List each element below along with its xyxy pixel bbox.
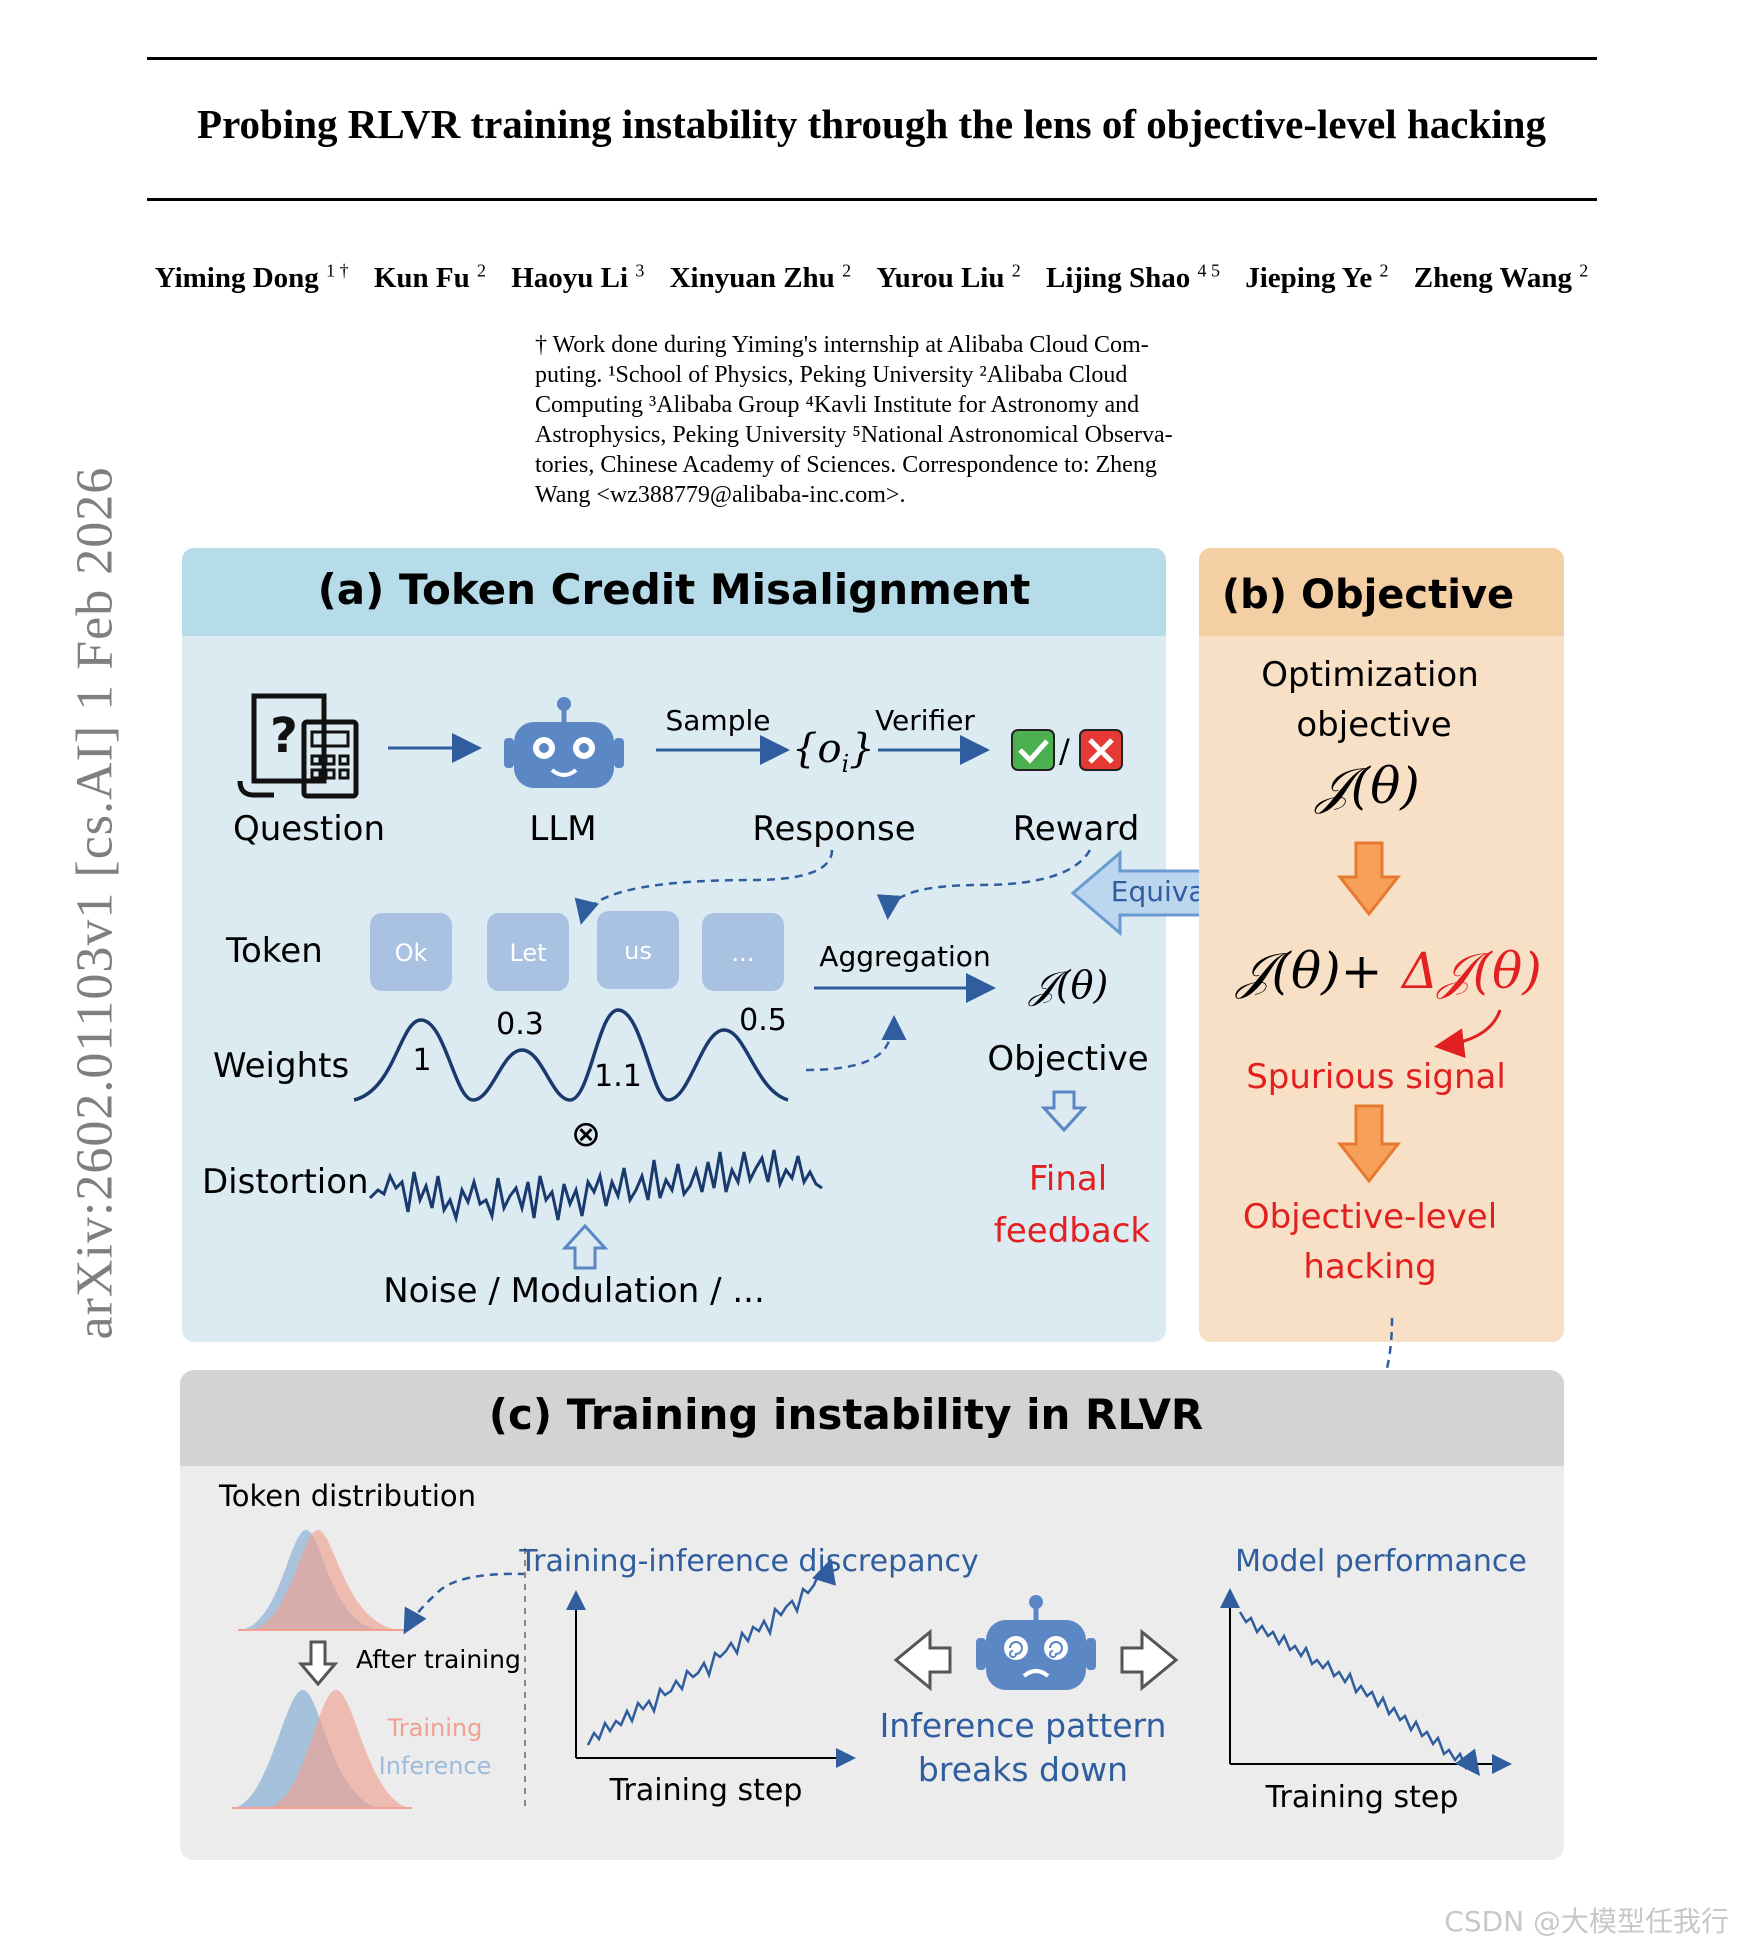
otimes-symbol: ⊗ — [571, 1114, 601, 1155]
performance-plot — [1220, 1588, 1512, 1776]
down-arrow-icon — [297, 1640, 339, 1687]
svg-text:?: ? — [270, 708, 298, 764]
panel-c-header: (c) Training instability in RLVR — [489, 1390, 1203, 1439]
optimization-line1: Optimization — [1261, 655, 1479, 695]
token-label: Token — [225, 931, 323, 971]
verifier-label: Verifier — [875, 704, 975, 737]
question-calculator-icon: ? — [237, 693, 359, 799]
llm-label: LLM — [529, 809, 596, 849]
optimization-line2: objective — [1296, 705, 1451, 745]
distortion-label: Distortion — [202, 1162, 369, 1202]
weight-value: 1.1 — [594, 1059, 642, 1094]
discrepancy-plot — [566, 1558, 856, 1768]
cross-icon — [1079, 729, 1123, 771]
token-distribution-label: Token distribution — [218, 1479, 476, 1513]
weight-value: 0.5 — [739, 1003, 787, 1038]
robot-icon — [504, 697, 624, 788]
up-arrow-icon — [561, 1223, 609, 1270]
j-plus: 𝒥(θ)+ — [1235, 942, 1383, 1000]
down-arrow-icon — [1040, 1090, 1088, 1133]
sample-label: Sample — [666, 704, 771, 737]
token-row: Ok Let us ... — [370, 911, 784, 991]
spurious-signal: Spurious signal — [1246, 1057, 1506, 1097]
inference-legend: Inference — [379, 1752, 492, 1780]
weights-label: Weights — [213, 1046, 349, 1086]
objective-label: Objective — [987, 1039, 1148, 1079]
training-step-label: Training step — [609, 1773, 803, 1808]
distribution-after — [232, 1690, 412, 1809]
weights-curve — [353, 1008, 789, 1102]
down-arrow-icon — [1336, 841, 1402, 917]
dizzy-robot-icon — [976, 1595, 1096, 1690]
delta-j: Δ𝒥(θ) — [1400, 942, 1542, 1000]
author-list: Yiming Dong 1 † Kun Fu 2 Haoyu Li 3 Xiny… — [0, 260, 1743, 295]
hacking-line2: hacking — [1303, 1247, 1436, 1287]
training-legend: Training — [387, 1714, 483, 1742]
response-symbol: {oi} — [792, 726, 875, 778]
weight-value: 0.3 — [496, 1007, 544, 1042]
paper-title: Probing RLVR training instability throug… — [197, 101, 1546, 147]
question-label: Question — [233, 809, 385, 849]
footnote-line: † Work done during Yiming's internship a… — [535, 332, 1149, 358]
token-chip: Let — [509, 939, 546, 967]
hacking-line1: Objective-level — [1243, 1197, 1497, 1237]
watermark: CSDN @大模型任我行 — [1444, 1905, 1729, 1938]
footnote-line: Astrophysics, Peking University ⁵Nationa… — [535, 422, 1173, 448]
author: Xinyuan Zhu 2 — [669, 260, 852, 294]
author: Yurou Liu 2 — [876, 260, 1021, 294]
right-arrow-icon — [1120, 1628, 1179, 1692]
noise-label: Noise / Modulation / ... — [383, 1271, 765, 1311]
final-feedback-line1: Final — [1029, 1159, 1107, 1199]
panel-c: (c) Training instability in RLVR Token d… — [180, 1370, 1564, 1860]
weight-value: 1 — [412, 1043, 431, 1078]
footnote-line: puting. ¹School of Physics, Peking Unive… — [535, 362, 1128, 388]
token-chip: us — [624, 937, 652, 965]
performance-title: Model performance — [1235, 1544, 1527, 1579]
author: Yiming Dong 1 † — [154, 260, 349, 294]
token-chip: ... — [732, 939, 755, 967]
slash-separator: / — [1059, 732, 1070, 770]
final-feedback-line2: feedback — [994, 1211, 1150, 1251]
panel-a: (a) Token Credit Misalignment ? Question… — [182, 548, 1166, 1342]
panel-b: (b) Objective Optimization objective 𝒥(θ… — [1199, 548, 1564, 1342]
breaks-line2: breaks down — [918, 1750, 1128, 1789]
after-training-label: After training — [356, 1645, 521, 1674]
reward-label: Reward — [1013, 809, 1140, 849]
panel-b-header: (b) Objective — [1222, 572, 1514, 618]
discrepancy-title: Training-inference discrepancy — [518, 1544, 979, 1579]
footnote-line: Computing ³Alibaba Group ⁴Kavli Institut… — [535, 392, 1140, 418]
training-step-label: Training step — [1265, 1780, 1459, 1815]
author: Zheng Wang 2 — [1413, 260, 1589, 294]
token-chip: Ok — [395, 939, 428, 967]
objective-symbol: 𝒥(θ) — [1028, 963, 1109, 1007]
left-arrow-icon — [893, 1628, 952, 1692]
bottom-rule — [147, 198, 1597, 201]
response-label: Response — [752, 809, 915, 849]
check-icon — [1011, 729, 1055, 771]
footnote-line: tories, Chinese Academy of Sciences. Cor… — [535, 452, 1157, 478]
author: Lijing Shao 4 5 — [1046, 260, 1220, 294]
panel-a-header: (a) Token Credit Misalignment — [318, 565, 1031, 614]
affiliation-footnote: † Work done during Yiming's internship a… — [535, 330, 1235, 510]
j-theta: 𝒥(θ) — [1314, 757, 1420, 815]
footnote-line: Wang <wz388779@alibaba-inc.com>. — [535, 482, 906, 508]
down-arrow-icon — [1336, 1104, 1402, 1184]
breaks-line1: Inference pattern — [880, 1706, 1167, 1745]
distortion-wave — [368, 1149, 823, 1224]
top-rule — [147, 57, 1597, 60]
distribution-before — [238, 1530, 404, 1631]
author: Haoyu Li 3 — [511, 260, 645, 294]
aggregation-label: Aggregation — [819, 940, 990, 973]
author: Kun Fu 2 — [373, 260, 486, 294]
author: Jieping Ye 2 — [1245, 260, 1389, 294]
